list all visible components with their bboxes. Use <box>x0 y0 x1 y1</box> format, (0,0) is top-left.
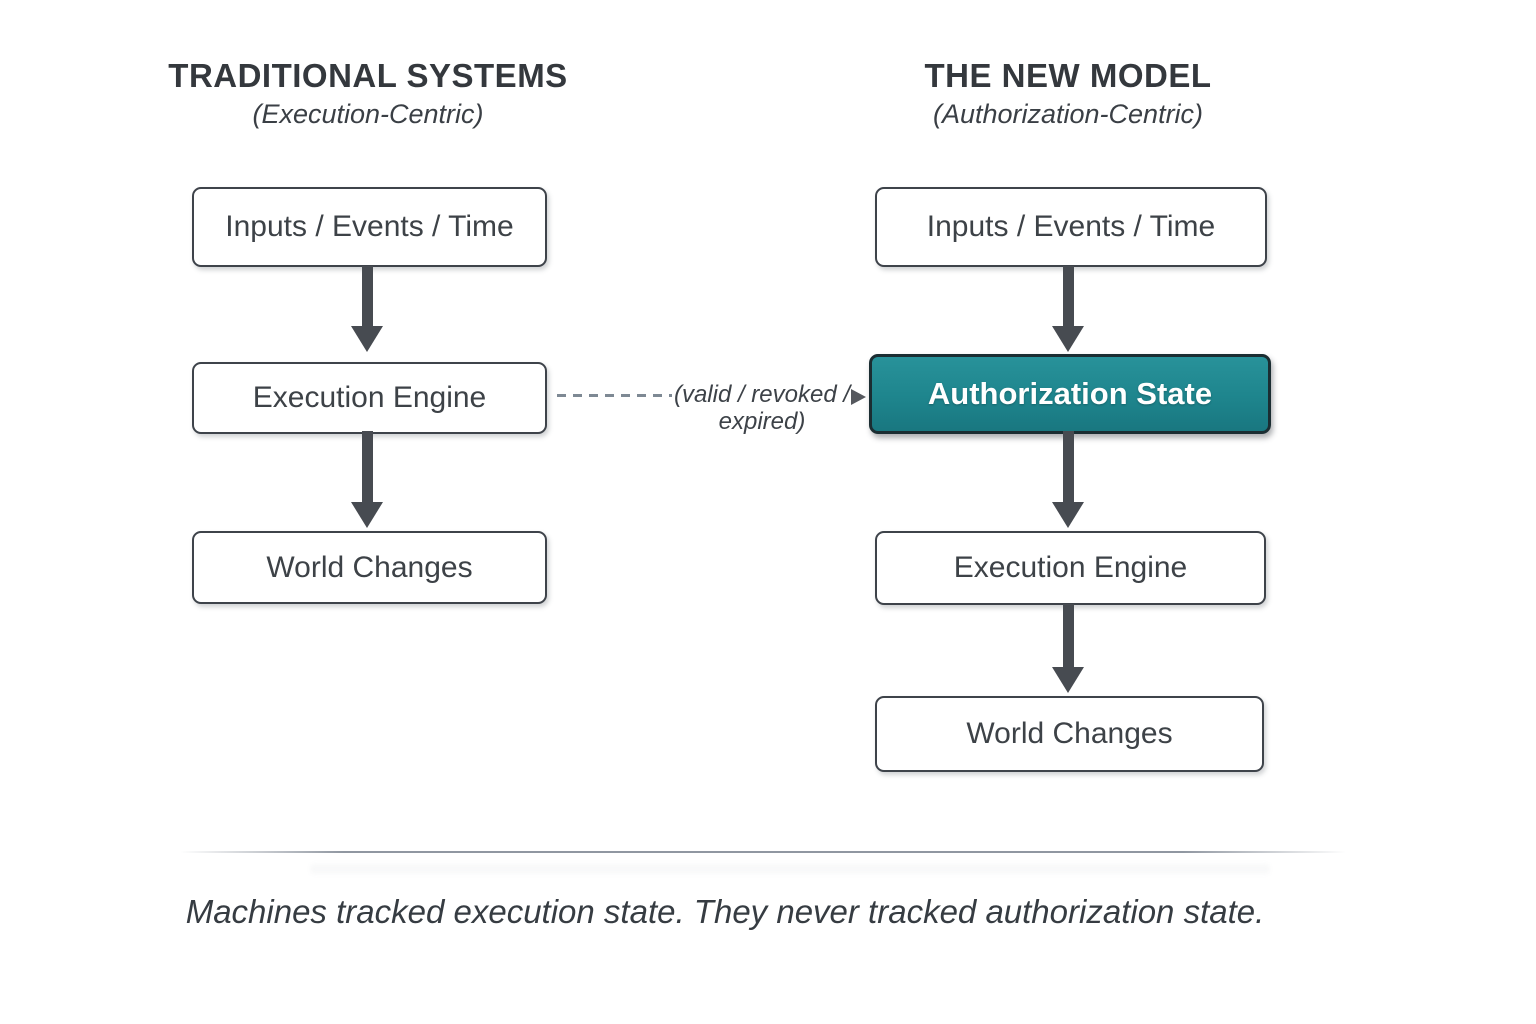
arrow-shaft <box>361 431 373 502</box>
node-label: Execution Engine <box>252 381 487 414</box>
arrow-head <box>351 502 383 528</box>
node-new-execution-engine: Execution Engine <box>875 531 1266 605</box>
node-label: World Changes <box>266 550 473 584</box>
down-arrow-icon <box>1052 266 1084 352</box>
arrow-head <box>351 326 383 352</box>
arrow-head <box>1052 502 1084 528</box>
arrow-shaft <box>1062 431 1074 502</box>
node-label: Execution Engine <box>953 551 1188 584</box>
down-arrow-icon <box>351 266 383 352</box>
node-traditional-world-changes: World Changes <box>192 531 547 604</box>
node-label: Authorization State <box>927 376 1213 411</box>
node-new-inputs: Inputs / Events / Time <box>875 187 1267 267</box>
arrow-head <box>1052 667 1084 693</box>
arrow-shaft <box>1062 266 1074 326</box>
left-column-subtitle: (Execution-Centric) <box>252 99 484 129</box>
node-traditional-execution-engine: Execution Engine <box>192 362 547 434</box>
node-label: World Changes <box>966 717 1173 750</box>
node-label: Inputs / Events / Time <box>926 210 1216 243</box>
right-column-title: THE NEW MODEL <box>924 57 1212 94</box>
connector-label: (valid / revoked / expired) <box>662 381 862 435</box>
arrow-shaft <box>1062 604 1074 667</box>
right-column-subtitle: (Authorization-Centric) <box>932 99 1204 129</box>
right-arrow-icon <box>851 389 866 405</box>
node-new-world-changes: World Changes <box>875 696 1264 772</box>
footer-caption: Machines tracked execution state. They n… <box>185 893 1265 930</box>
down-arrow-icon <box>1052 431 1084 528</box>
footer-divider <box>180 851 1346 853</box>
connector-label-line2: expired) <box>718 408 806 435</box>
faint-artifact-strip <box>310 864 1270 874</box>
down-arrow-icon <box>351 431 383 528</box>
arrow-shaft <box>361 266 373 326</box>
arrow-head <box>1052 326 1084 352</box>
down-arrow-icon <box>1052 604 1084 693</box>
left-column-title: TRADITIONAL SYSTEMS <box>168 57 568 94</box>
node-label: Inputs / Events / Time <box>225 210 514 243</box>
connector-label-line1: (valid / revoked / <box>673 381 851 408</box>
node-authorization-state: Authorization State <box>869 354 1271 434</box>
node-traditional-inputs: Inputs / Events / Time <box>192 187 547 267</box>
dashed-connector-line <box>557 394 672 397</box>
